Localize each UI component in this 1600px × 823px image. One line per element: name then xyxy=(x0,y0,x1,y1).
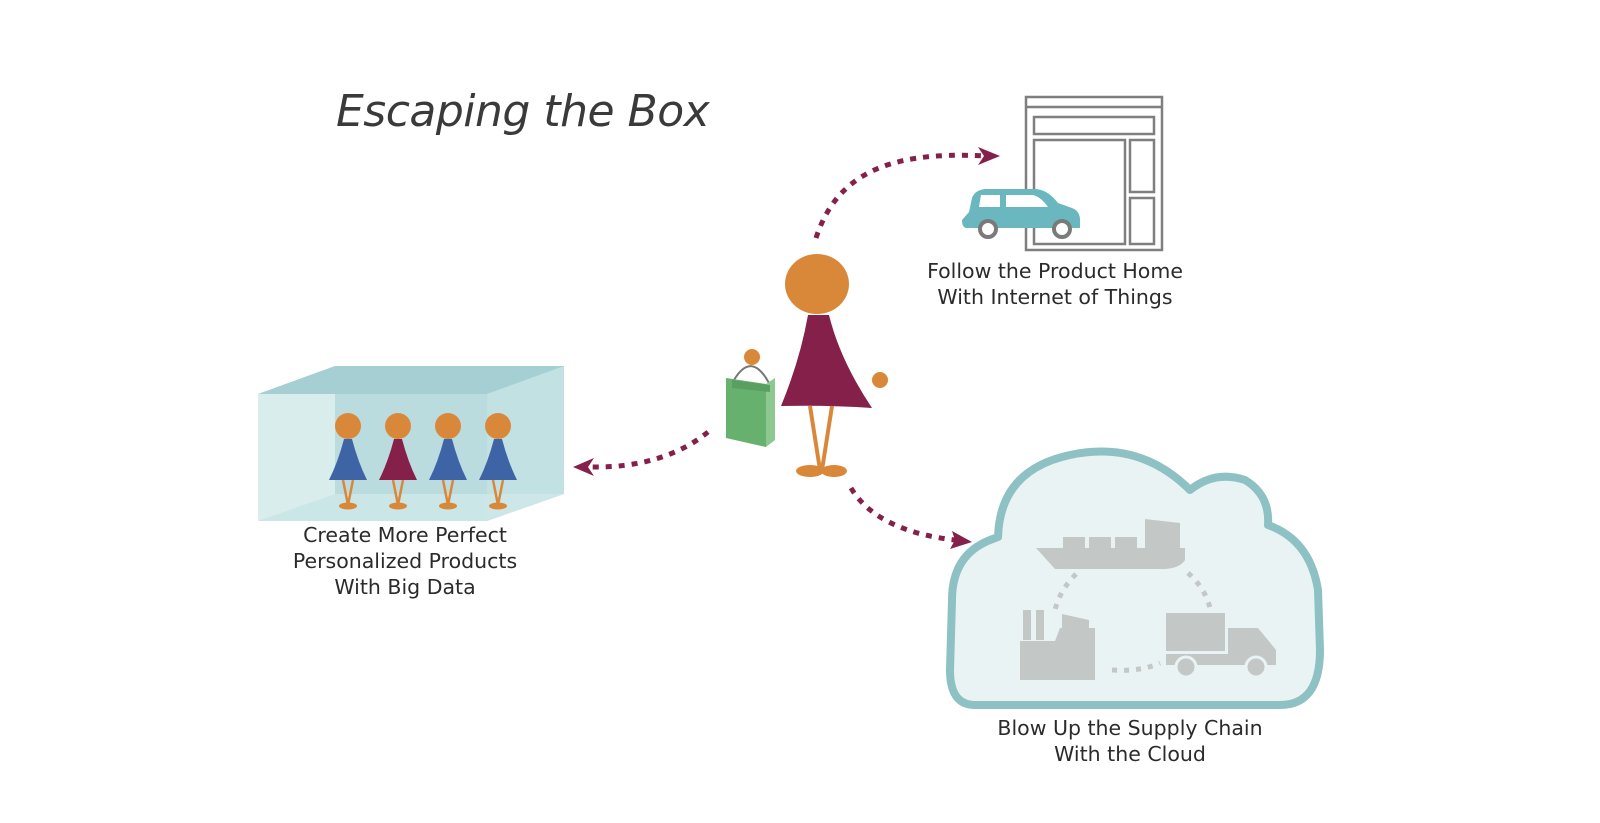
shopper-hand-right xyxy=(872,372,888,388)
shopper-icon xyxy=(781,254,888,477)
caption-line: With Internet of Things xyxy=(937,285,1173,309)
caption-bigdata: Create More Perfect Personalized Product… xyxy=(250,522,560,600)
shopper-hand-left xyxy=(744,349,760,365)
person-icon xyxy=(429,413,467,510)
arrow-head-iot xyxy=(978,147,1000,165)
caption-line: Create More Perfect xyxy=(303,523,507,547)
caption-cloud: Blow Up the Supply Chain With the Cloud xyxy=(975,715,1285,767)
shopper-dress xyxy=(781,315,872,408)
person-icon xyxy=(329,413,367,510)
person-icon xyxy=(379,413,417,510)
person-icon xyxy=(479,413,517,510)
arrow-head-bigdata xyxy=(573,458,594,476)
arrow-to-cloud xyxy=(848,486,956,543)
car-icon xyxy=(962,189,1080,239)
truck-icon xyxy=(1166,613,1276,679)
shopping-bag-icon xyxy=(726,349,775,447)
storefront-icon xyxy=(1024,95,1164,252)
arrow-to-bigdata xyxy=(589,430,710,470)
caption-line: Personalized Products xyxy=(292,549,518,573)
caption-line: Follow the Product Home xyxy=(927,259,1183,283)
arrow-to-iot xyxy=(813,152,986,239)
factory-icon xyxy=(1020,610,1095,680)
box-icon xyxy=(258,366,564,521)
page-title: Escaping the Box xyxy=(336,86,710,137)
caption-iot: Follow the Product Home With Internet of… xyxy=(905,258,1205,310)
shopper-head xyxy=(785,254,849,314)
arrow-head-cloud xyxy=(950,531,972,549)
people-icon xyxy=(329,413,517,510)
caption-line: With the Cloud xyxy=(1054,742,1206,766)
supply-chain-links xyxy=(1052,571,1213,673)
arrows xyxy=(573,147,1000,549)
caption-line: With Big Data xyxy=(334,575,476,599)
caption-line: Blow Up the Supply Chain xyxy=(997,716,1263,740)
ship-icon xyxy=(1036,519,1185,569)
